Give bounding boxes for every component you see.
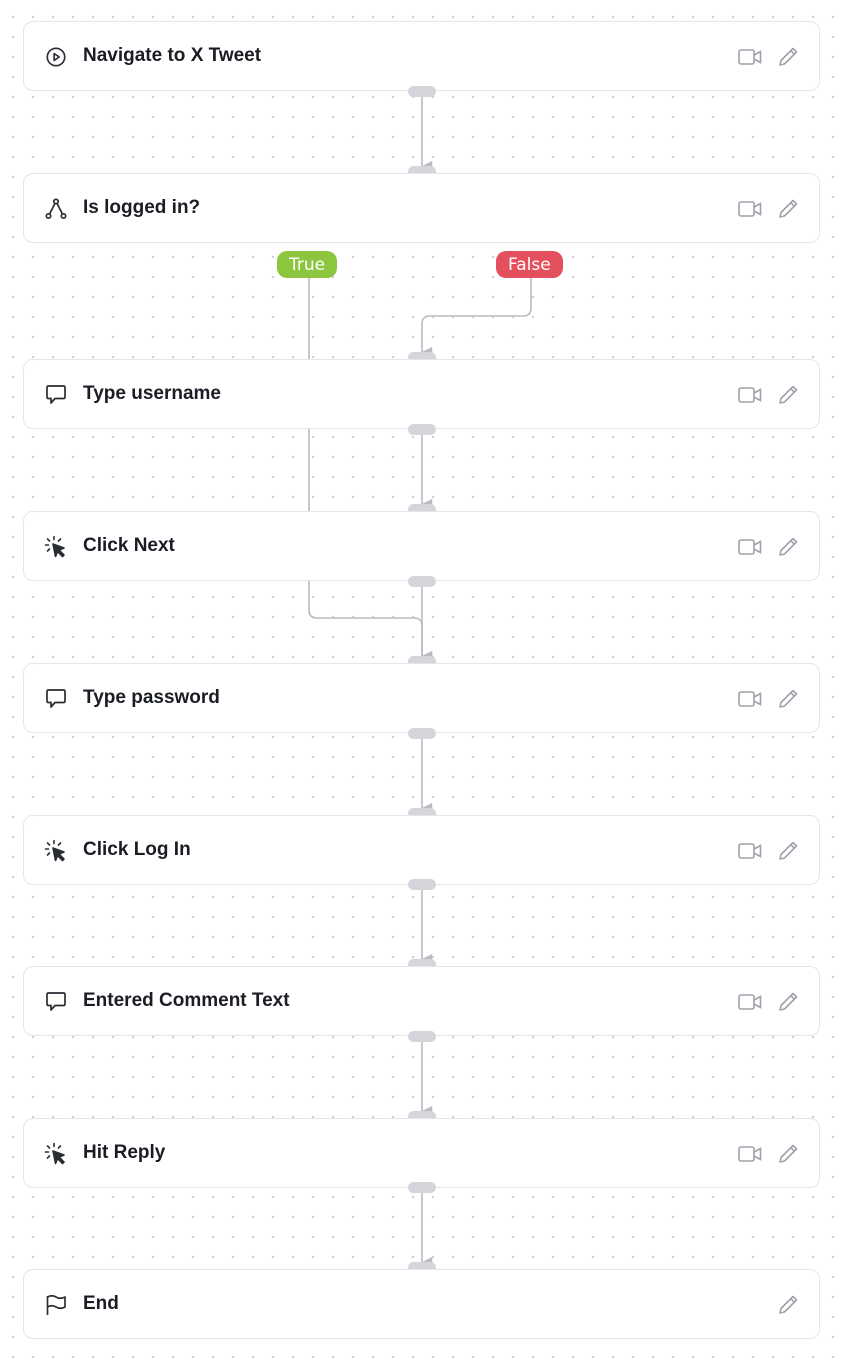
edit-pencil-icon[interactable] [775, 44, 801, 70]
step-title: Click Next [83, 535, 175, 556]
chat-bubble-icon [44, 383, 68, 407]
video-camera-icon[interactable] [737, 838, 763, 864]
node-output-handle[interactable] [408, 728, 436, 739]
node-output-handle[interactable] [408, 424, 436, 435]
step-title: Entered Comment Text [83, 990, 290, 1011]
node-output-handle[interactable] [408, 576, 436, 587]
node-input-handle[interactable] [408, 656, 436, 667]
video-camera-icon[interactable] [737, 382, 763, 408]
step-node-navigate[interactable]: Navigate to X Tweet [23, 21, 820, 91]
step-node-hit-reply[interactable]: Hit Reply [23, 1118, 820, 1188]
step-node-end[interactable]: End [23, 1269, 820, 1339]
step-node-type-password[interactable]: Type password [23, 663, 820, 733]
click-cursor-icon [44, 1142, 68, 1166]
branch-icon [44, 197, 68, 221]
branch-false-label[interactable]: False [496, 251, 563, 278]
video-camera-icon[interactable] [737, 989, 763, 1015]
step-node-type-username[interactable]: Type username [23, 359, 820, 429]
node-input-handle[interactable] [408, 166, 436, 177]
edit-pencil-icon[interactable] [775, 838, 801, 864]
edit-pencil-icon[interactable] [775, 196, 801, 222]
node-input-handle[interactable] [408, 352, 436, 363]
node-input-handle[interactable] [408, 1262, 436, 1273]
step-title: End [83, 1293, 119, 1314]
click-cursor-icon [44, 839, 68, 863]
video-camera-icon[interactable] [737, 44, 763, 70]
node-input-handle[interactable] [408, 1111, 436, 1122]
play-circle-icon [44, 45, 68, 69]
step-title: Hit Reply [83, 1142, 166, 1163]
edit-pencil-icon[interactable] [775, 534, 801, 560]
node-output-handle[interactable] [408, 1182, 436, 1193]
step-title: Click Log In [83, 839, 191, 860]
node-output-handle[interactable] [408, 879, 436, 890]
node-input-handle[interactable] [408, 808, 436, 819]
branch-true-label[interactable]: True [277, 251, 338, 278]
edge-true-to-type-password [308, 278, 433, 662]
chat-bubble-icon [44, 687, 68, 711]
edge-false-to-type-username [421, 278, 532, 358]
video-camera-icon[interactable] [737, 686, 763, 712]
step-title: Is logged in? [83, 197, 201, 218]
step-node-logged-in[interactable]: Is logged in? [23, 173, 820, 243]
step-title: Type username [83, 383, 221, 404]
step-node-click-login[interactable]: Click Log In [23, 815, 820, 885]
video-camera-icon[interactable] [737, 196, 763, 222]
edit-pencil-icon[interactable] [775, 989, 801, 1015]
edit-pencil-icon[interactable] [775, 1292, 801, 1318]
video-camera-icon[interactable] [737, 1141, 763, 1167]
step-title: Navigate to X Tweet [83, 45, 262, 66]
step-node-comment-text[interactable]: Entered Comment Text [23, 966, 820, 1036]
edit-pencil-icon[interactable] [775, 686, 801, 712]
node-input-handle[interactable] [408, 959, 436, 970]
edit-pencil-icon[interactable] [775, 382, 801, 408]
step-node-click-next[interactable]: Click Next [23, 511, 820, 581]
video-camera-icon[interactable] [737, 534, 763, 560]
chat-bubble-icon [44, 990, 68, 1014]
node-output-handle[interactable] [408, 1031, 436, 1042]
node-output-handle[interactable] [408, 86, 436, 97]
node-input-handle[interactable] [408, 504, 436, 515]
step-title: Type password [83, 687, 220, 708]
edit-pencil-icon[interactable] [775, 1141, 801, 1167]
click-cursor-icon [44, 535, 68, 559]
flag-icon [44, 1293, 68, 1317]
